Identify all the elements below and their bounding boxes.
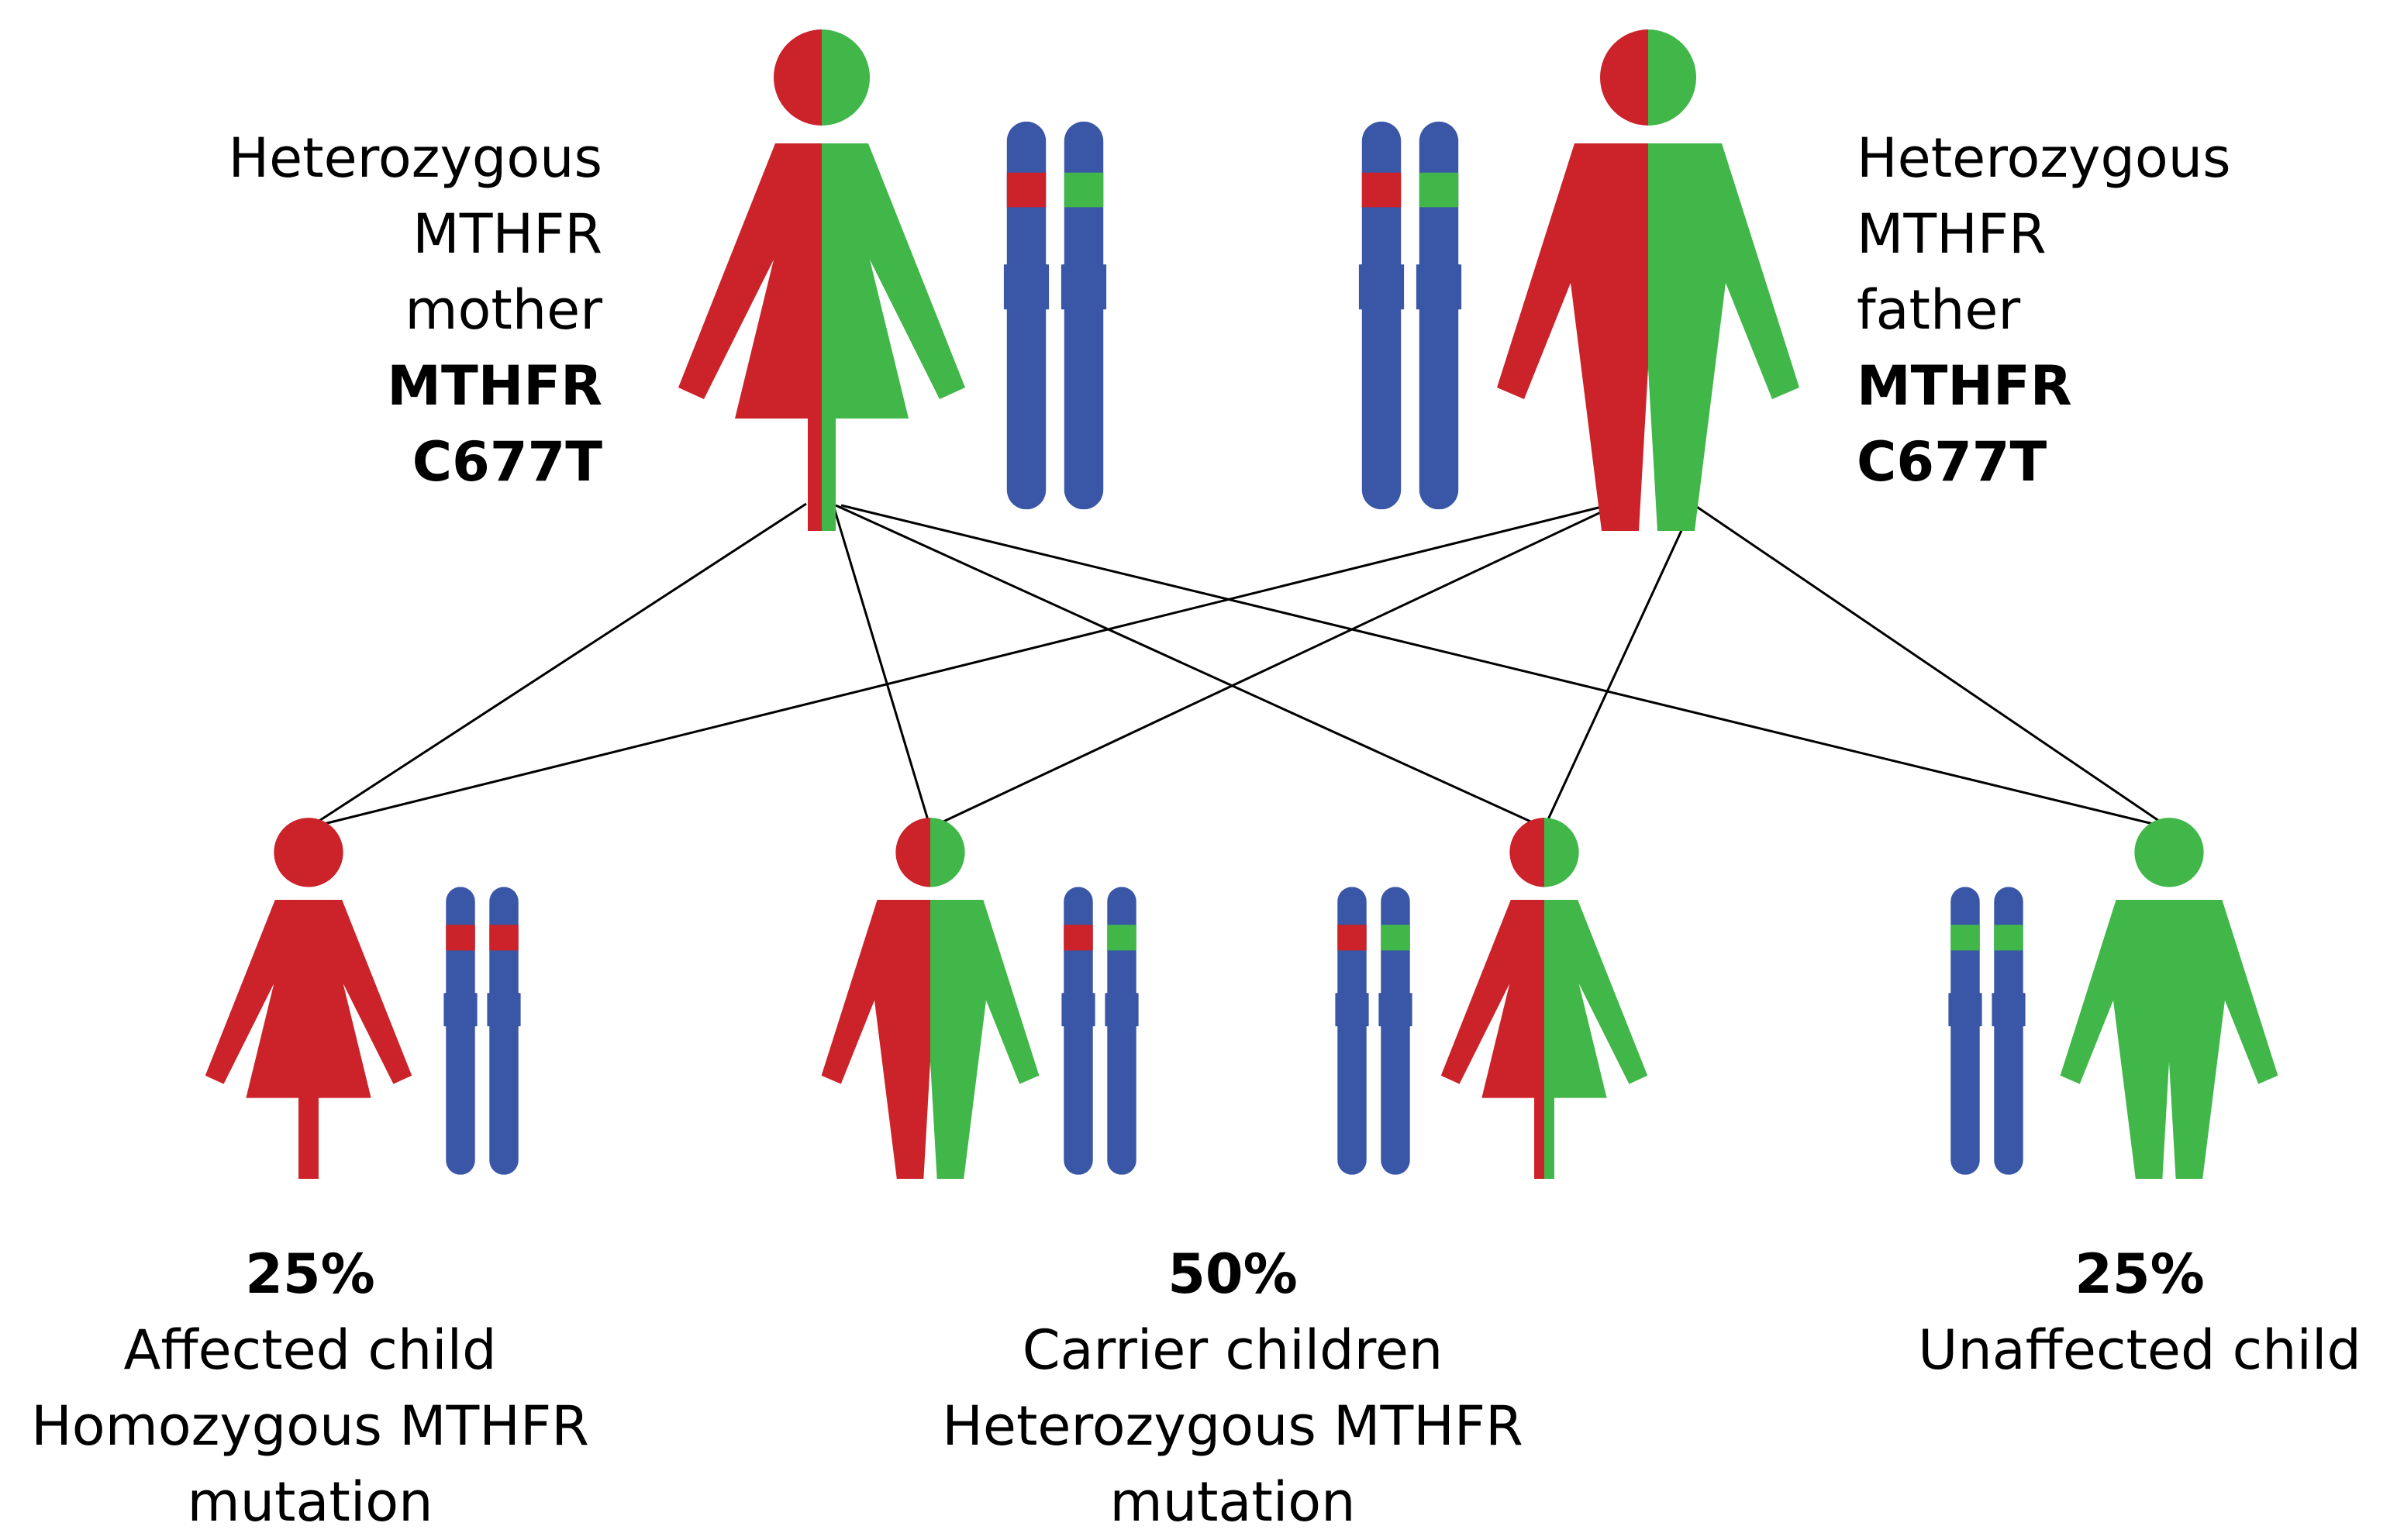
chromosome-b-allele-band — [1378, 925, 1412, 951]
father-figure — [1497, 29, 1799, 531]
inheritance-line — [840, 504, 2170, 829]
head-right-half — [1648, 29, 1696, 126]
father-label-line2: MTHFR — [1857, 202, 2047, 266]
carrier-son-chromosomes — [1061, 887, 1139, 1175]
carrier-daughter-chromosomes — [1335, 887, 1412, 1175]
carrier-desc-line2: Heterozygous MTHFR — [942, 1394, 1523, 1458]
carrier-desc-line3: mutation — [1109, 1470, 1356, 1534]
inheritance-line — [832, 505, 932, 829]
chromosome-b — [1416, 121, 1462, 510]
head-left-half — [2134, 818, 2169, 887]
body-left-half — [821, 899, 930, 1179]
mother-gene-label: MTHFR — [387, 354, 602, 418]
chromosome-a — [1948, 887, 1982, 1175]
chromosome-a — [443, 887, 478, 1175]
mother-label-line1: Heterozygous — [228, 126, 602, 190]
mother-label-line2: MTHFR — [412, 202, 602, 266]
father-gene-label: MTHFR — [1857, 354, 2072, 418]
chromosome-a-allele-band — [1948, 925, 1982, 951]
head-right-half — [1544, 818, 1579, 887]
body-left-half — [2060, 899, 2169, 1179]
inheritance-line — [835, 504, 1545, 829]
chromosome-b — [1378, 887, 1412, 1175]
chromosome-a — [1358, 121, 1405, 510]
affected-outcome-label: 25% Affected child Homozygous MTHFR muta… — [0, 1236, 620, 1540]
unaffected-son-chromosomes — [1948, 887, 2026, 1175]
head-left-half — [274, 818, 309, 887]
head-right-half — [822, 29, 870, 126]
body-right-half — [1648, 143, 1799, 531]
chromosome-a — [1061, 887, 1095, 1175]
affected-daughter-figure — [205, 818, 412, 1179]
chromosome-a-allele-band — [1061, 925, 1095, 951]
affected-desc-line3: mutation — [187, 1470, 433, 1534]
chromosome-a-allele-band — [1358, 172, 1405, 208]
head-right-half — [309, 818, 343, 887]
body-right-half — [930, 899, 1040, 1179]
body-right-half — [309, 899, 412, 1179]
father-variant-label: C677T — [1857, 430, 2047, 494]
mother-variant-label: C677T — [412, 430, 602, 494]
body-right-half — [2169, 899, 2278, 1179]
head-right-half — [930, 818, 965, 887]
body-right-half — [822, 143, 965, 531]
affected-percent: 25% — [245, 1242, 375, 1306]
chromosome-a — [1003, 121, 1050, 510]
inheritance-line — [308, 502, 807, 829]
head-left-half — [895, 818, 930, 887]
body-left-half — [1497, 143, 1648, 531]
body-left-half — [678, 143, 822, 531]
chromosome-a-allele-band — [1003, 172, 1050, 208]
father-chromosomes — [1358, 121, 1462, 510]
head-right-half — [2169, 818, 2204, 887]
carrier-desc-line1: Carrier children — [1022, 1318, 1443, 1382]
unaffected-percent: 25% — [2075, 1242, 2205, 1306]
inheritance-line — [1543, 505, 1695, 829]
chromosome-b — [1992, 887, 2026, 1175]
chromosome-b-allele-band — [1416, 172, 1462, 208]
chromosome-b-allele-band — [1105, 925, 1139, 951]
carrier-daughter-figure — [1440, 818, 1648, 1179]
chromosome-a-allele-band — [443, 925, 478, 951]
body-left-half — [1440, 899, 1544, 1179]
carrier-outcome-label: 50% Carrier children Heterozygous MTHFR … — [923, 1236, 1543, 1540]
father-label-line1: Heterozygous — [1857, 126, 2231, 190]
body-right-half — [1544, 899, 1648, 1179]
unaffected-outcome-label: 25% Unaffected child — [1899, 1236, 2380, 1388]
mother-figure — [678, 29, 965, 531]
head-left-half — [1600, 29, 1648, 126]
father-label-line3: father — [1857, 278, 2021, 342]
inheritance-line — [1694, 504, 2170, 829]
head-left-half — [1509, 818, 1544, 887]
carrier-son-figure — [821, 818, 1040, 1179]
chromosome-b — [1061, 121, 1107, 510]
head-left-half — [774, 29, 822, 126]
chromosome-b-allele-band — [1061, 172, 1107, 208]
unaffected-desc-line1: Unaffected child — [1918, 1318, 2361, 1382]
carrier-percent: 50% — [1167, 1242, 1298, 1306]
mother-chromosomes — [1003, 121, 1107, 510]
chromosome-a — [1335, 887, 1369, 1175]
inheritance-lines — [308, 502, 2170, 829]
mother-label-line3: mother — [405, 278, 602, 342]
chromosome-b — [1105, 887, 1139, 1175]
body-left-half — [205, 899, 309, 1179]
inheritance-line — [308, 502, 1615, 829]
chromosome-a-allele-band — [1335, 925, 1369, 951]
affected-desc-line1: Affected child — [123, 1318, 497, 1382]
chromosome-b-allele-band — [1992, 925, 2026, 951]
chromosome-b — [487, 887, 521, 1175]
affected-daughter-chromosomes — [443, 887, 521, 1175]
chromosome-b-allele-band — [487, 925, 521, 951]
mother-label: Heterozygous MTHFR mother MTHFR C677T — [228, 120, 602, 500]
unaffected-son-figure — [2060, 818, 2278, 1179]
affected-desc-line2: Homozygous MTHFR — [31, 1394, 589, 1458]
inheritance-line — [929, 504, 1616, 829]
father-label: Heterozygous MTHFR father MTHFR C677T — [1857, 120, 2231, 500]
